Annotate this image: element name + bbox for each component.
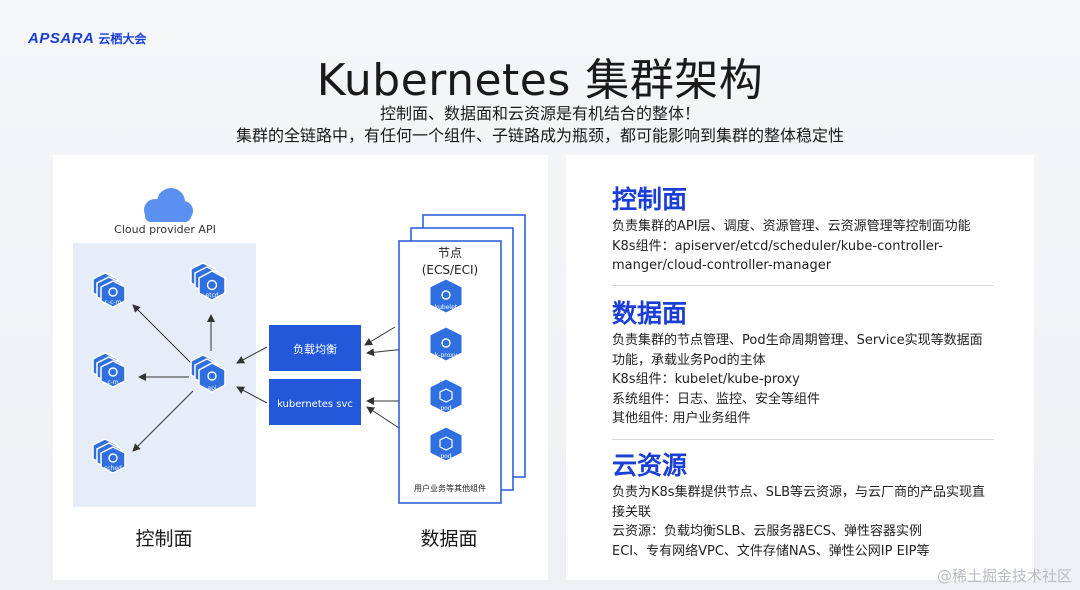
- section-line: 其他组件: 用户业务组件: [612, 411, 751, 426]
- kubernetes-svc-label: kubernetes svc: [277, 399, 353, 410]
- section-control-plane: 控制面 负责集群的API层、调度、资源管理、云资源管理等控制面功能 K8s组件：…: [612, 183, 1004, 276]
- cm-component: c-m: [92, 352, 126, 388]
- section-line: 系统组件：日志、监控、安全等组件: [612, 391, 821, 407]
- section-line: K8s组件：apiserver/etcd/scheduler/kube-cont…: [612, 238, 943, 254]
- architecture-diagram: Cloud provider API c-c-m etcd: [73, 188, 526, 550]
- section-divider: [612, 439, 994, 440]
- section-line: 负责集群的API层、调度、资源管理、云资源管理等控制面功能: [612, 219, 971, 234]
- data-plane-caption: 数据面: [420, 528, 477, 550]
- section-line: 接关联: [612, 504, 652, 520]
- ccm-component: c-c-m: [92, 272, 126, 308]
- arrow-api-to-sched: [132, 390, 194, 452]
- load-balancer-box: [269, 325, 361, 371]
- sched-component: sched: [92, 438, 126, 474]
- kubelet-component: kubelet: [429, 278, 463, 314]
- node-title: 节点: [438, 246, 462, 260]
- etcd-component: etcd: [190, 262, 226, 301]
- cube-icon: [439, 436, 453, 451]
- section-line: 负责为K8s集群提供节点、SLB等云资源，与云厂商的产品实现直: [612, 485, 985, 500]
- gear-icon: [108, 287, 118, 297]
- section-line: 负责集群的节点管理、Pod生命周期管理、Service实现等数据面: [612, 333, 983, 348]
- database-icon: [206, 279, 218, 291]
- apsara-logo: APSARA 云栖大会: [28, 30, 146, 47]
- cloud-icon: [144, 188, 193, 222]
- cube-icon: [439, 388, 453, 403]
- kproxy-component: k-proxy: [429, 326, 463, 362]
- section-heading: 云资源: [612, 451, 688, 480]
- kubelet-label: kubelet: [435, 304, 458, 311]
- cloud-provider-label: Cloud provider API: [114, 223, 216, 236]
- section-line: ECI、专有网络VPC、文件存储NAS、弹性公网IP EIP等: [612, 543, 930, 559]
- gear-icon: [441, 290, 451, 300]
- architecture-diagram-panel: Cloud provider API c-c-m etcd: [53, 155, 548, 580]
- api-component: api: [190, 354, 226, 393]
- node-card-front: [398, 240, 502, 504]
- kubernetes-svc-box: [269, 379, 361, 425]
- arrow-api-to-ccm: [132, 304, 194, 366]
- section-divider: [612, 285, 994, 286]
- page-title: Kubernetes 集群架构: [316, 55, 764, 106]
- load-balancer-label: 负载均衡: [293, 342, 337, 356]
- section-line: K8s组件：kubelet/kube-proxy: [612, 372, 800, 387]
- pod-label-2: pod: [440, 453, 451, 460]
- pod-component-1: pod: [429, 378, 463, 414]
- logo-brand: APSARA: [28, 30, 95, 47]
- section-line: 云资源：负载均衡SLB、云服务器ECS、弹性容器实例: [612, 524, 922, 539]
- arrow-svc-to-api: [236, 386, 268, 404]
- sched-label: sched: [104, 465, 122, 472]
- gear-icon: [108, 367, 118, 377]
- gear-icon: [108, 453, 118, 463]
- api-label: api: [207, 385, 216, 392]
- arrow-node-to-lb: [364, 326, 396, 346]
- kproxy-label: k-proxy: [435, 352, 458, 359]
- cm-label: c-m: [107, 379, 118, 386]
- section-line: manger/cloud-controller-manager: [612, 258, 832, 273]
- gear-icon: [441, 338, 451, 348]
- etcd-label: etcd: [205, 292, 218, 299]
- control-plane-caption: 控制面: [135, 528, 192, 550]
- section-line: 功能，承载业务Pod的主体: [612, 352, 766, 368]
- section-heading: 数据面: [612, 299, 688, 328]
- subtitle-line-1: 控制面、数据面和云资源是有机结合的整体！: [379, 104, 700, 123]
- node-footer: 用户业务等其他组件: [414, 483, 486, 493]
- section-heading: 控制面: [612, 185, 688, 214]
- section-cloud-resources: 云资源 负责为K8s集群提供节点、SLB等云资源，与云厂商的产品实现直 接关联 …: [612, 449, 1004, 561]
- arrow-lb-to-api: [236, 346, 268, 364]
- watermark: @稀土掘金技术社区: [936, 567, 1072, 585]
- node-subtitle: (ECS/ECI): [422, 263, 478, 277]
- gear-icon: [207, 371, 217, 381]
- description-panel: 控制面 负责集群的API层、调度、资源管理、云资源管理等控制面功能 K8s组件：…: [566, 155, 1034, 580]
- pod-component-2: pod: [429, 426, 463, 462]
- subtitle-line-2: 集群的全链路中，有任何一个组件、子链路成为瓶颈，都可能影响到集群的整体稳定性: [235, 126, 844, 145]
- logo-subtitle: 云栖大会: [98, 32, 147, 46]
- ccm-label: c-c-m: [105, 299, 122, 306]
- section-data-plane: 数据面 负责集群的节点管理、Pod生命周期管理、Service实现等数据面 功能…: [612, 297, 1004, 429]
- pod-label-1: pod: [440, 405, 451, 412]
